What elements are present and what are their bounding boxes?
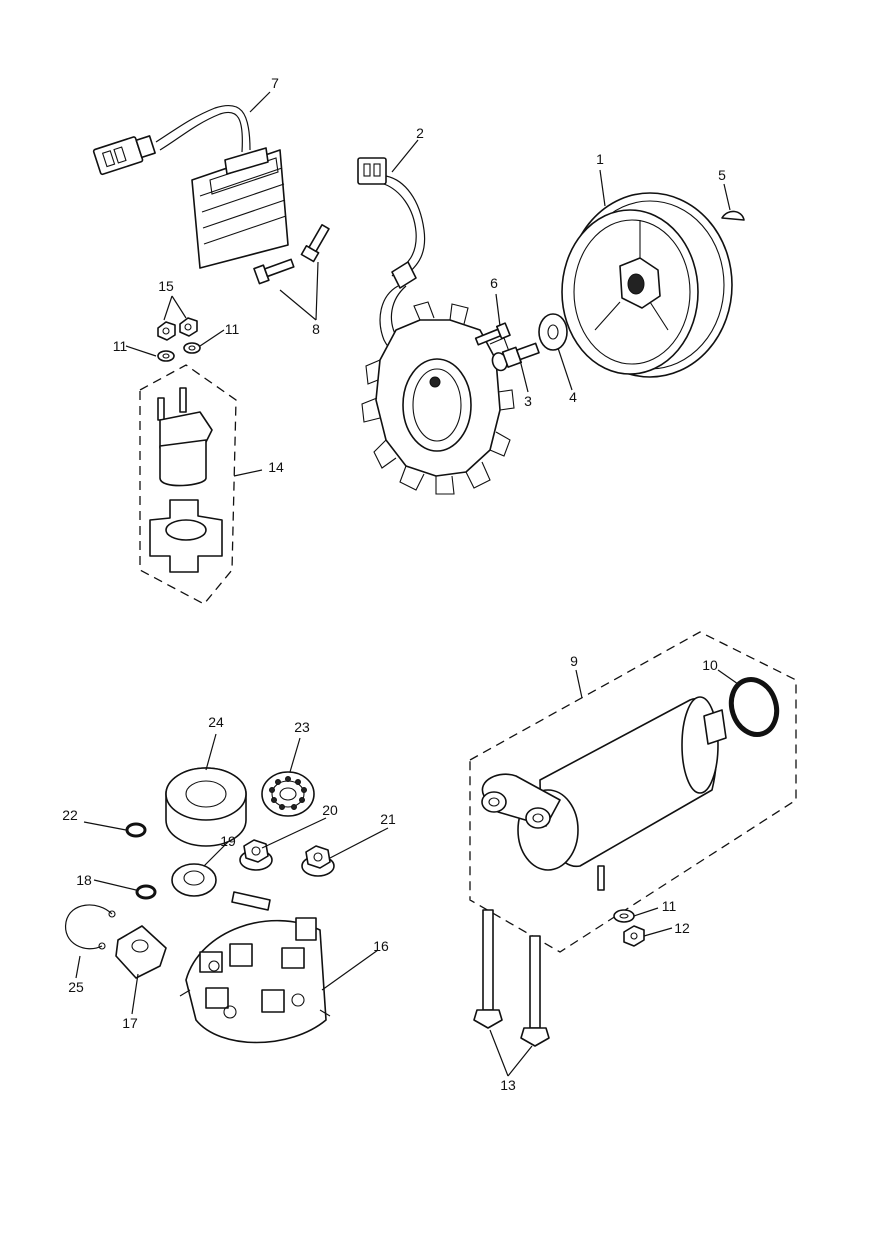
starter-motor-group	[469, 631, 797, 953]
callout-6: 6	[490, 275, 498, 291]
callout-23: 23	[294, 719, 310, 735]
rotor-bolt	[491, 342, 540, 372]
regulator-rectifier	[92, 104, 289, 269]
flange-nuts	[239, 839, 335, 877]
callout-17: 17	[122, 1015, 138, 1031]
ball-bearing	[261, 771, 315, 817]
callout-15: 15	[158, 278, 174, 294]
callout-18: 18	[76, 872, 92, 888]
brush-plate-insulator	[115, 925, 167, 979]
callout-25: 25	[68, 979, 84, 995]
callout-20: 20	[322, 802, 338, 818]
callout-3: 3	[524, 393, 532, 409]
callout-24: 24	[208, 714, 224, 730]
oil-seal	[171, 863, 217, 897]
starter-relay-group	[139, 364, 237, 605]
callout-11-relay-right: 11	[225, 321, 240, 337]
small-rings	[125, 822, 157, 900]
nuts-and-washers	[157, 317, 201, 362]
callout-22: 22	[62, 807, 78, 823]
o-ring	[728, 677, 780, 737]
callout-labels: 1 2 3 4 5 6 7 8 9 10 11 11 11 12 13 14 1…	[62, 75, 726, 1093]
callout-11-starter: 11	[662, 898, 677, 914]
callout-9: 9	[570, 653, 578, 669]
callout-19: 19	[220, 833, 236, 849]
callout-10: 10	[702, 657, 718, 673]
large-bearing	[165, 767, 247, 847]
callout-21: 21	[380, 811, 396, 827]
circlip	[65, 904, 116, 950]
starter-washer-nut	[613, 909, 645, 947]
callout-2: 2	[416, 125, 424, 141]
callout-1: 1	[596, 151, 604, 167]
callout-8: 8	[312, 321, 320, 337]
stator-bolt	[474, 322, 511, 346]
stator	[357, 157, 515, 495]
callout-11-relay-left: 11	[113, 338, 128, 354]
callout-14: 14	[268, 459, 284, 475]
leader-lines	[75, 91, 739, 1077]
starter-long-bolts	[473, 909, 550, 1047]
rotor-washer	[538, 313, 568, 351]
regulator-bolts	[253, 224, 330, 285]
woodruff-key	[721, 210, 745, 221]
brush-holder	[179, 891, 331, 1044]
callout-13: 13	[500, 1077, 516, 1093]
callout-7: 7	[271, 75, 279, 91]
rotor-flywheel	[561, 192, 733, 378]
callout-5: 5	[718, 167, 726, 183]
callout-16: 16	[373, 938, 389, 954]
callout-12: 12	[674, 920, 690, 936]
callout-4: 4	[569, 389, 577, 405]
